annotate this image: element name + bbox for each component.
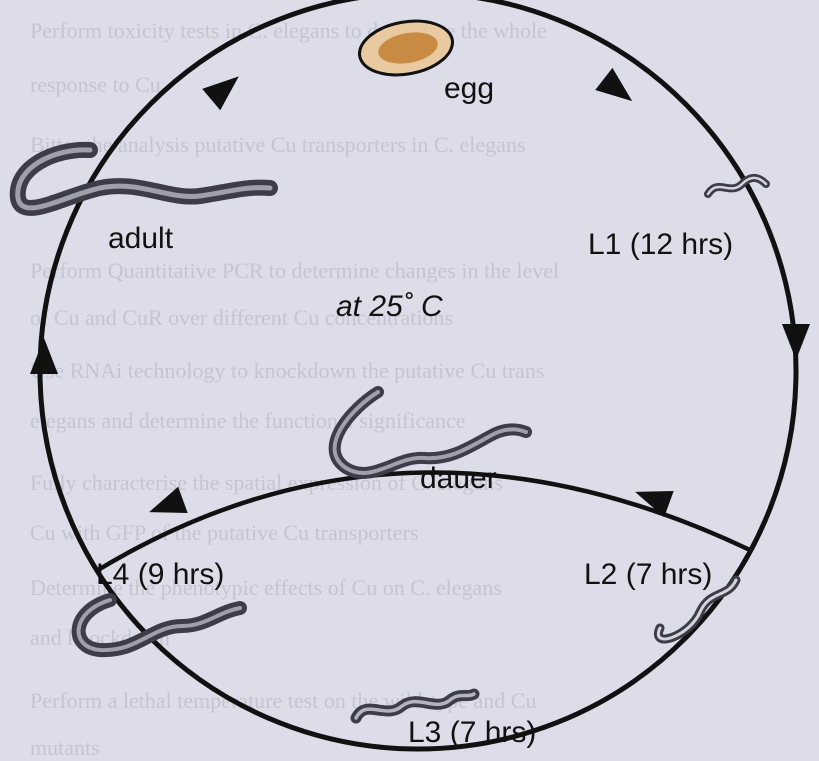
arrow-head — [144, 487, 187, 526]
dauer-label: dauer — [420, 462, 497, 496]
egg-icon — [355, 14, 457, 82]
l3-label: L3 (7 hrs) — [408, 716, 536, 750]
adult-worm-icon — [18, 150, 270, 208]
arrow-head — [595, 68, 641, 112]
l4-label: L4 (9 hrs) — [96, 558, 224, 592]
temperature-label: at 25˚ C — [336, 290, 443, 324]
egg-label: egg — [444, 72, 494, 106]
arrow-head — [30, 338, 58, 374]
arrow-head — [202, 66, 248, 111]
adult-label: adult — [108, 222, 173, 256]
arrow-head — [782, 324, 810, 360]
l2-label: L2 (7 hrs) — [584, 558, 712, 592]
l4-worm-icon — [79, 600, 240, 650]
l1-label: L1 (12 hrs) — [588, 228, 733, 262]
